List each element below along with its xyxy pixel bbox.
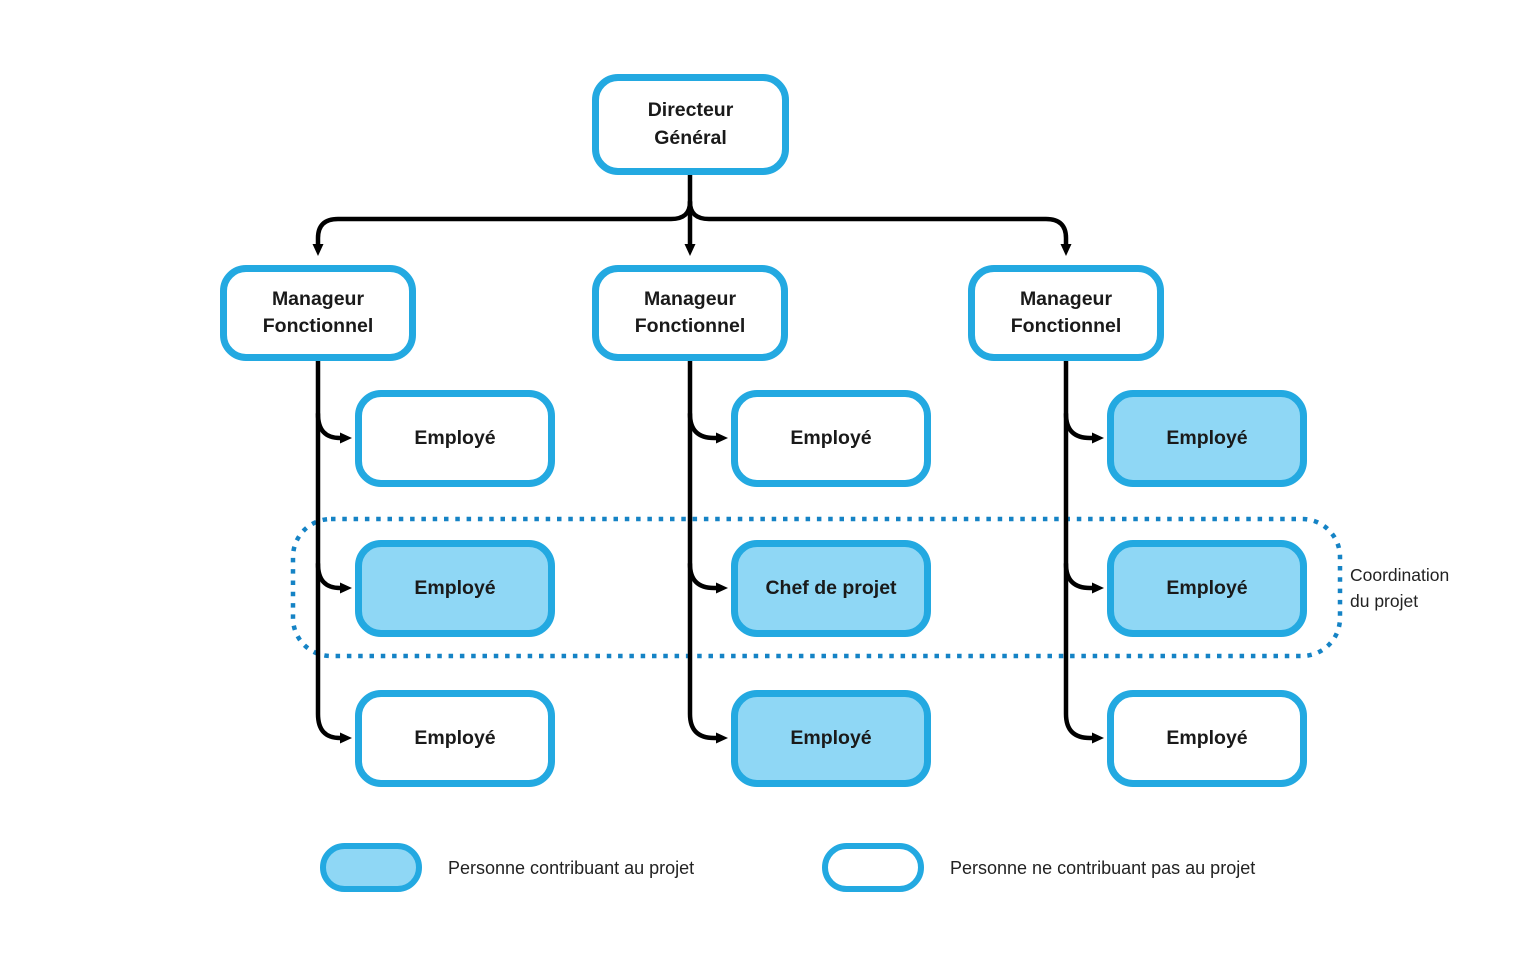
node-manageur-fonctionnel-3: Manageur Fonctionnel <box>968 265 1164 361</box>
node-employe-col1-row3: Employé <box>355 690 555 787</box>
node-employe-col3-row3: Employé <box>1107 690 1307 787</box>
legend-contributing-swatch <box>320 843 422 892</box>
director-branch-lines <box>312 171 1072 256</box>
node-employe-col2-row1: Employé <box>731 390 931 487</box>
node-chef-de-projet: Chef de projet <box>731 540 931 637</box>
node-employe-col3-row1: Employé <box>1107 390 1307 487</box>
legend-contributing-label: Personne contribuant au projet <box>448 858 695 878</box>
node-employe-col2-row3: Employé <box>731 690 931 787</box>
legend-not-contributing-label: Personne ne contribuant pas au projet <box>950 858 1256 878</box>
column-1-branch-lines <box>315 357 352 744</box>
legend-not-contributing-swatch <box>822 843 924 892</box>
column-2-branch-lines <box>687 357 728 744</box>
node-directeur-general: Directeur Général <box>592 74 789 175</box>
node-employe-col3-row2: Employé <box>1107 540 1307 637</box>
node-manageur-fonctionnel-2: Manageur Fonctionnel <box>592 265 788 361</box>
node-employe-col1-row1: Employé <box>355 390 555 487</box>
node-manageur-fonctionnel-1: Manageur Fonctionnel <box>220 265 416 361</box>
column-3-branch-lines <box>1063 357 1104 744</box>
coordination-label: Coordination du projet <box>1350 565 1450 611</box>
node-employe-col1-row2: Employé <box>355 540 555 637</box>
